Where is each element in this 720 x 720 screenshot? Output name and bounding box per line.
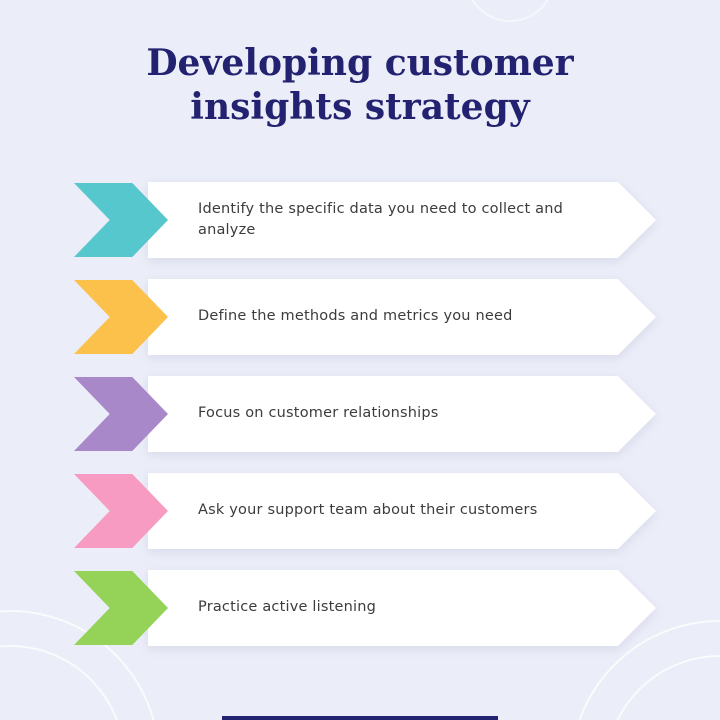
step-banner-wrap: Focus on customer relationships (148, 376, 656, 452)
step-label: Focus on customer relationships (198, 405, 439, 422)
decorative-circle-top-right (465, 0, 555, 22)
step-label: Ask your support team about their custom… (198, 502, 538, 519)
step-banner: Identify the specific data you need to c… (148, 182, 656, 258)
decorative-circle-bottom-right-inner (605, 655, 720, 720)
decorative-circle-bottom-left-inner (0, 645, 125, 720)
step-row-1: Identify the specific data you need to c… (0, 182, 720, 258)
step-banner: Practice active listening (148, 570, 656, 646)
step-row-4: Ask your support team about their custom… (0, 473, 720, 549)
step-label: Practice active listening (198, 599, 377, 616)
step-label: Identify the specific data you need to c… (198, 200, 564, 238)
step-banner-wrap: Ask your support team about their custom… (148, 473, 656, 549)
step-banner-wrap: Define the methods and metrics you need (148, 279, 656, 355)
step-row-3: Focus on customer relationships (0, 376, 720, 452)
step-banner-wrap: Practice active listening (148, 570, 656, 646)
step-banner-wrap: Identify the specific data you need to c… (148, 182, 656, 258)
step-label: Define the methods and metrics you need (198, 308, 513, 325)
step-row-5: Practice active listening (0, 570, 720, 646)
step-banner: Ask your support team about their custom… (148, 473, 656, 549)
page-title: Developing customer insights strategy (146, 42, 574, 128)
footer-bar (222, 716, 498, 720)
step-row-2: Define the methods and metrics you need (0, 279, 720, 355)
step-banner: Define the methods and metrics you need (148, 279, 656, 355)
step-banner: Focus on customer relationships (148, 376, 656, 452)
